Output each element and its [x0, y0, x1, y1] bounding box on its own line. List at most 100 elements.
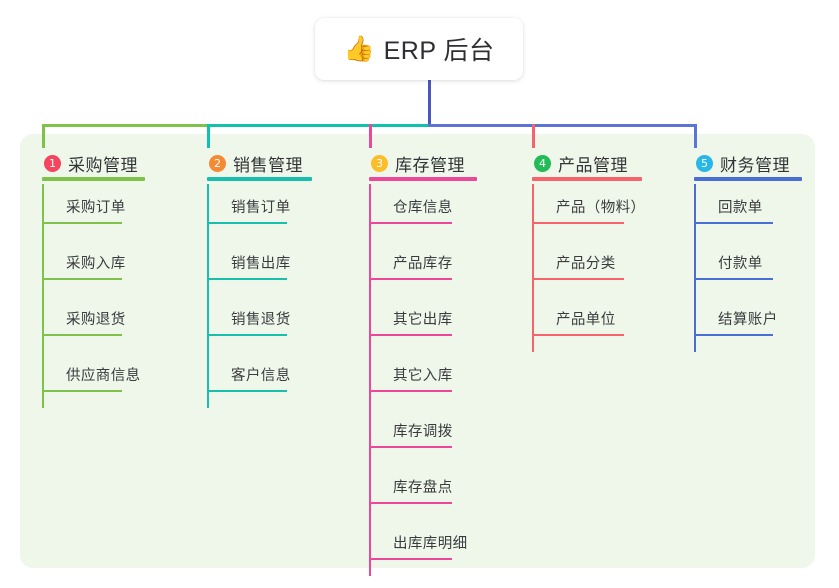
branch-item-label: 产品单位	[556, 312, 616, 328]
branch-item-rule	[42, 222, 122, 224]
branch-column-1: 1 采购管理采购订单采购入库采购退货供应商信息	[42, 146, 145, 408]
branch-item[interactable]: 供应商信息	[42, 352, 141, 408]
branch-index-badge: 4	[534, 154, 551, 172]
branch-item[interactable]: 产品单位	[532, 296, 628, 352]
branch-item[interactable]: 回款单	[694, 184, 790, 240]
branch-item[interactable]: 出库库明细	[369, 520, 468, 576]
branch-index-badge: 2	[209, 154, 226, 172]
branch-item-rule	[369, 278, 452, 280]
branch-item[interactable]: 仓库信息	[369, 184, 465, 240]
branch-item-list: 销售订单销售出库销售退货客户信息	[207, 184, 303, 408]
bar-segment-left	[42, 124, 209, 127]
branch-header-rule	[207, 177, 312, 181]
root-stem	[428, 80, 431, 127]
branch-item[interactable]: 采购退货	[42, 296, 138, 352]
branch-trunk-line	[532, 184, 534, 352]
branch-item-label: 结算账户	[718, 312, 778, 328]
branch-item-rule	[369, 334, 452, 336]
branch-item-label: 其它入库	[393, 368, 453, 384]
branch-item-list: 仓库信息产品库存其它出库其它入库库存调拨库存盘点出库库明细	[369, 184, 468, 576]
branch-item-list: 回款单付款单结算账户	[694, 184, 790, 352]
branch-item-label: 库存调拨	[393, 424, 453, 440]
branch-header-rule	[532, 177, 642, 181]
branch-item[interactable]: 产品库存	[369, 240, 465, 296]
branch-trunk-line	[207, 184, 209, 408]
drop-leg-1	[42, 124, 45, 148]
root-node[interactable]: 👍 ERP 后台	[315, 18, 523, 80]
branch-item-label: 付款单	[718, 256, 763, 272]
branch-item-rule	[532, 278, 624, 280]
branch-header-3[interactable]: 3 库存管理	[369, 146, 477, 181]
branch-item[interactable]: 结算账户	[694, 296, 790, 352]
branch-item-label: 销售出库	[231, 256, 291, 272]
branch-item-rule	[207, 390, 287, 392]
drop-leg-4	[532, 124, 535, 148]
branch-title: 销售管理	[233, 155, 303, 175]
branch-item[interactable]: 产品分类	[532, 240, 628, 296]
branch-item[interactable]: 其它出库	[369, 296, 465, 352]
drop-leg-5	[694, 124, 697, 148]
branch-header-rule	[694, 177, 802, 181]
branch-header-5[interactable]: 5 财务管理	[694, 146, 802, 181]
branch-item-rule	[207, 222, 287, 224]
branch-item[interactable]: 客户信息	[207, 352, 303, 408]
branch-item[interactable]: 销售订单	[207, 184, 303, 240]
branch-item-rule	[532, 222, 624, 224]
branch-item-label: 采购退货	[66, 312, 126, 328]
root-title: ERP 后台	[383, 37, 495, 65]
branch-item[interactable]: 付款单	[694, 240, 790, 296]
branch-item-rule	[369, 446, 452, 448]
branch-item-label: 其它出库	[393, 312, 453, 328]
branch-item-list: 产品（物料） 产品分类产品单位	[532, 184, 645, 352]
branch-item-label: 客户信息	[231, 368, 291, 384]
branch-column-3: 3 库存管理仓库信息产品库存其它出库其它入库库存调拨库存盘点出库库明细	[369, 146, 477, 576]
branch-item[interactable]: 采购订单	[42, 184, 138, 240]
branch-item[interactable]: 采购入库	[42, 240, 138, 296]
branch-item-label: 回款单	[718, 200, 763, 216]
branch-item-rule	[532, 334, 624, 336]
branch-item[interactable]: 销售出库	[207, 240, 303, 296]
thumbs-up-icon: 👍	[343, 34, 375, 63]
branch-header-2[interactable]: 2 销售管理	[207, 146, 312, 181]
branch-index-badge: 5	[696, 154, 713, 172]
branch-title: 财务管理	[720, 155, 790, 175]
bar-segment-right	[428, 124, 696, 127]
branch-item-list: 采购订单采购入库采购退货供应商信息	[42, 184, 141, 408]
branch-item[interactable]: 库存盘点	[369, 464, 465, 520]
diagram-panel	[20, 134, 815, 568]
branch-item-label: 供应商信息	[66, 368, 141, 384]
branch-title: 库存管理	[395, 155, 465, 175]
branch-item[interactable]: 产品（物料）	[532, 184, 645, 240]
branch-item-label: 产品库存	[393, 256, 453, 272]
branch-column-2: 2 销售管理销售订单销售出库销售退货客户信息	[207, 146, 312, 408]
branch-item-label: 仓库信息	[393, 200, 453, 216]
branch-item-rule	[694, 278, 773, 280]
branch-item-rule	[369, 502, 452, 504]
branch-item-label: 产品（物料）	[556, 200, 646, 216]
branch-item-label: 销售订单	[231, 200, 291, 216]
branch-item-rule	[694, 222, 773, 224]
branch-item-rule	[369, 222, 452, 224]
branch-index-badge: 1	[44, 154, 61, 172]
branch-trunk-line	[694, 184, 696, 352]
branch-header-1[interactable]: 1 采购管理	[42, 146, 145, 181]
branch-item[interactable]: 库存调拨	[369, 408, 465, 464]
branch-item[interactable]: 其它入库	[369, 352, 465, 408]
branch-trunk-line	[42, 184, 44, 408]
branch-index-badge: 3	[371, 154, 388, 172]
branch-item-rule	[207, 334, 287, 336]
branch-item-label: 库存盘点	[393, 480, 453, 496]
branch-item-rule	[369, 390, 452, 392]
branch-item-rule	[42, 334, 122, 336]
branch-item-rule	[694, 334, 773, 336]
branch-item-label: 出库库明细	[393, 536, 468, 552]
drop-leg-2	[207, 124, 210, 148]
branch-item[interactable]: 销售退货	[207, 296, 303, 352]
branch-item-label: 销售退货	[231, 312, 291, 328]
branch-item-label: 产品分类	[556, 256, 616, 272]
branch-title: 采购管理	[68, 155, 138, 175]
branch-item-rule	[42, 278, 122, 280]
